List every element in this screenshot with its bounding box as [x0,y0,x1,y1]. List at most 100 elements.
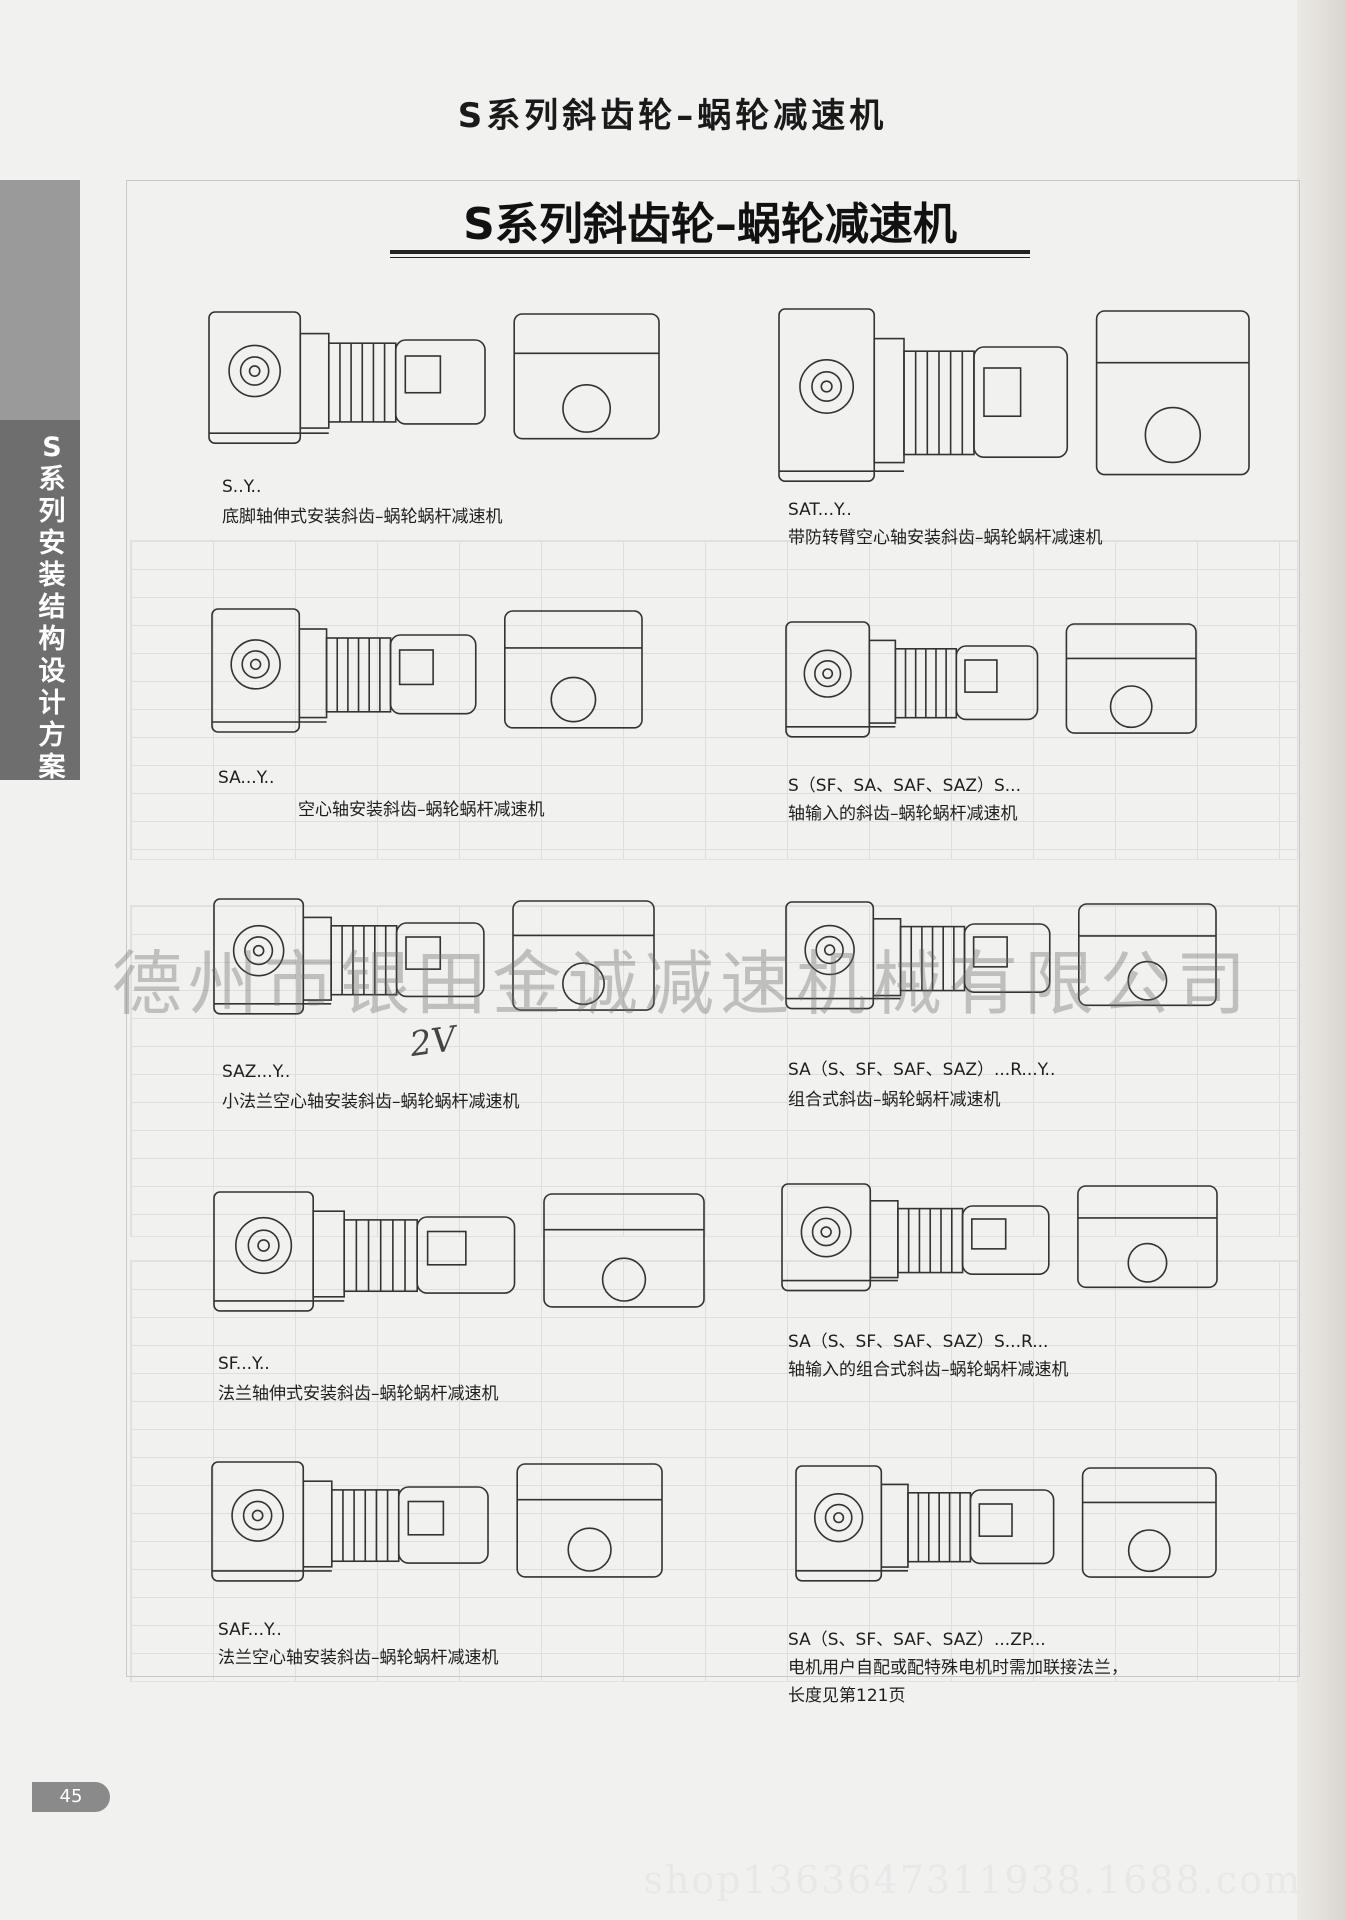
gearbox-drawing-saz-y [210,895,660,1035]
title-underline-thin [390,257,1030,258]
end-view-housing [543,1193,705,1308]
end-view-bore [1144,406,1202,464]
item-code: S（SF、SA、SAF、SAZ）S... [788,776,1021,796]
output-bore [811,371,843,402]
page-number: 45 [32,1782,110,1812]
output-flange [803,649,852,698]
output-flange [813,1492,864,1543]
shaft-center [820,380,833,393]
page-edge [1297,0,1345,1920]
terminal-box [972,936,1008,968]
end-view-housing [503,610,643,729]
shaft-center [823,944,836,956]
page-header: S系列斜齿轮–蜗轮减速机 [457,96,888,136]
gearbox-housing [211,1461,305,1582]
end-view-bore [1127,1242,1168,1283]
motor-body [963,923,1051,994]
item-desc: 电机用户自配或配特殊电机时需加联接法兰， [788,1658,1128,1678]
gearbox-drawing-sf-y [210,1188,710,1333]
item-code: SA（S、SF、SAF、SAZ）...R...Y.. [788,1060,1056,1080]
gearbox-drawing-sa-s-r [778,1180,1223,1310]
terminal-box [983,367,1022,418]
side-tab-upper [0,180,80,420]
shaft-center [251,1509,264,1522]
item-desc: 轴输入的斜齿–蜗轮蜗杆减速机 [788,804,1018,824]
title-underline [390,250,1030,254]
motor-body [416,1216,516,1294]
footer-url: shop1363647311938.1688.com [643,1858,1302,1902]
end-view-bore [1127,1529,1171,1573]
item-desc: 轴输入的组合式斜齿–蜗轮蜗杆减速机 [788,1360,1069,1380]
gearbox-housing [208,311,302,444]
item-code: S..Y.. [222,477,262,497]
gear-stage [869,1199,899,1279]
output-bore [244,936,274,966]
output-bore [241,650,270,679]
gearbox-housing [795,1465,883,1582]
gearbox-housing [778,308,876,482]
motor-body [961,1205,1050,1276]
motor-body [969,1489,1055,1565]
gearbox-drawing-sa-y [208,605,648,755]
shaft-center [820,1226,832,1238]
output-bore [247,1229,280,1262]
end-view-housing [1077,1185,1218,1289]
bleed-through-table [130,905,1298,1237]
gear-stage [298,628,328,719]
output-flange [235,1216,293,1275]
output-flange [799,359,855,414]
gearbox-housing [785,621,871,738]
terminal-box [978,1503,1013,1537]
gearbox-housing [211,608,301,733]
terminal-box [964,659,998,693]
item-code: SA...Y.. [218,768,275,788]
gear-stage [880,1483,909,1568]
item-desc: 带防转臂空心轴安装斜齿–蜗轮蜗杆减速机 [788,528,1103,548]
shaft-center [252,944,265,957]
gearbox-drawing-sat-y [775,305,1255,515]
motor-body [394,339,486,425]
gearbox-drawing-s-s [782,618,1202,758]
gear-stage [302,1480,333,1568]
terminal-box [404,355,442,394]
end-view-housing [516,1463,663,1578]
watermark: 德州市银田金诚减速机械有限公司 [112,943,1252,1025]
item-code: SAT...Y.. [788,500,852,520]
item-desc: 法兰空心轴安装斜齿–蜗轮蜗杆减速机 [218,1648,499,1668]
end-view-housing [1065,623,1197,734]
motor-body [397,1486,489,1564]
bleed-through-table [130,1260,1298,1682]
terminal-box [398,649,434,686]
main-title: S系列斜齿轮–蜗轮减速机 [463,199,957,250]
output-flange [228,344,281,398]
end-view-bore [601,1257,647,1302]
gearbox-drawing-sa-zp [792,1462,1222,1602]
output-flange [232,924,285,977]
end-view-bore [562,962,605,1006]
item-desc: 空心轴安装斜齿–蜗轮蜗杆减速机 [298,800,545,820]
terminal-box [426,1230,467,1266]
item-desc: 底脚轴伸式安装斜齿–蜗轮蜗杆减速机 [222,507,503,527]
output-bore [811,1217,841,1247]
item-code: SA（S、SF、SAF、SAZ）S...R... [788,1332,1049,1352]
motor-body [973,346,1069,459]
item-desc: 小法兰空心轴安装斜齿–蜗轮蜗杆减速机 [222,1092,520,1112]
motor-body [955,645,1039,721]
terminal-box [407,1500,445,1536]
end-view-housing [1081,1467,1217,1578]
terminal-box [405,936,442,970]
item-code: SA（S、SF、SAF、SAZ）...ZP... [788,1630,1046,1650]
output-bore [242,1500,273,1531]
gear-stage [299,332,330,429]
item-code: SF...Y.. [218,1354,270,1374]
end-view-bore [1109,685,1153,729]
end-view-housing [512,900,655,1011]
end-view-housing [1077,903,1217,1007]
end-view-bore [550,676,597,723]
output-flange [800,1206,852,1258]
gear-stage [312,1210,345,1298]
item-code: SAF...Y.. [218,1620,282,1640]
output-flange [230,639,281,690]
motor-body [395,922,485,998]
